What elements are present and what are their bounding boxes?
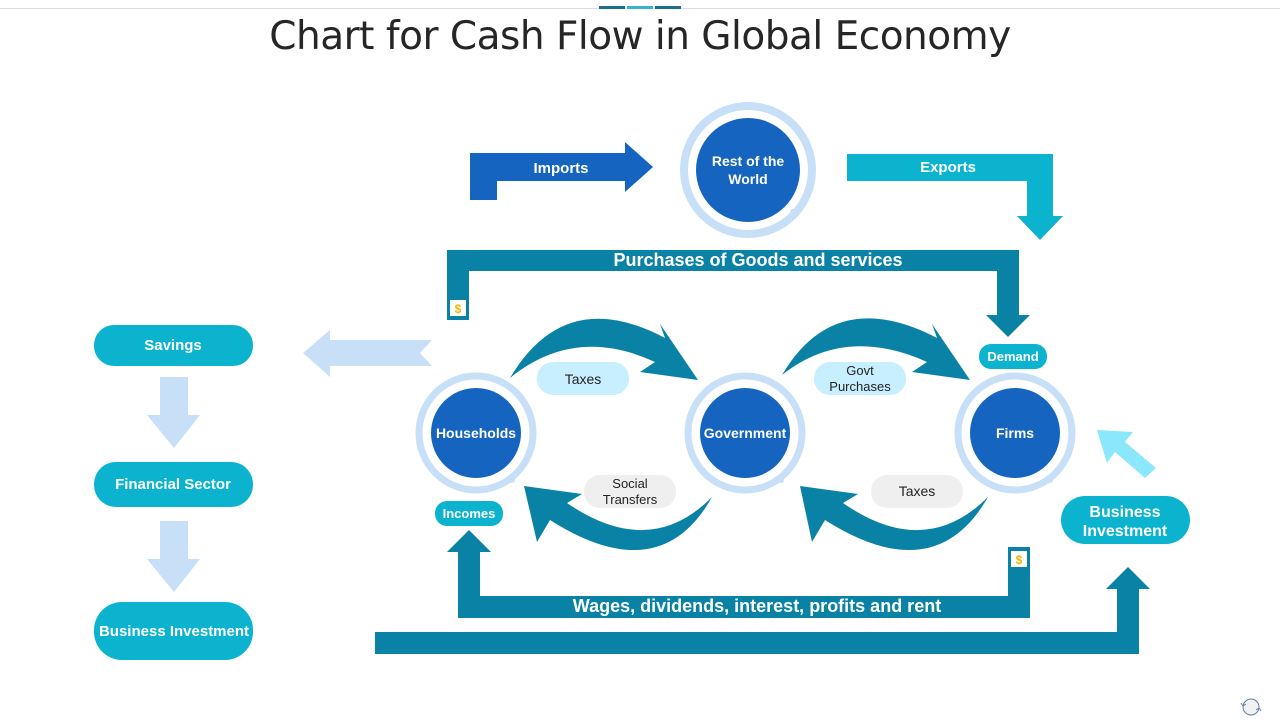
dollar-icon [450, 300, 466, 316]
svg-text:Business Investment: Business Investment [99, 623, 249, 640]
government-node[interactable]: Government [684, 372, 806, 494]
top-accent-mark [599, 6, 625, 9]
exports-arrow: Exports [847, 154, 1063, 240]
investment-flow-arrow [375, 567, 1150, 654]
rest-of-world-label-1: Rest of the [712, 153, 785, 169]
social-transfers-pill: Social Transfers [584, 475, 676, 508]
taxes-household-pill: Taxes [537, 362, 629, 395]
imports-arrow: Imports [470, 142, 653, 200]
government-label: Government [704, 425, 787, 441]
svg-text:Purchases: Purchases [829, 379, 891, 394]
demand-pill: Demand [979, 344, 1047, 369]
top-accent-mark [655, 6, 681, 9]
firms-node[interactable]: Firms [954, 372, 1076, 494]
investment-to-firms-arrow [1097, 430, 1156, 478]
top-accent-mark [627, 6, 653, 9]
purchases-label: Purchases of Goods and services [613, 250, 902, 270]
rest-of-world-label-2: World [728, 171, 767, 187]
svg-text:Incomes: Incomes [443, 506, 496, 521]
svg-text:$: $ [1016, 553, 1023, 567]
svg-text:$: $ [455, 302, 462, 316]
svg-text:Taxes: Taxes [565, 371, 602, 387]
exports-label: Exports [920, 159, 976, 176]
savings-box: Savings [94, 325, 253, 366]
refresh-icon[interactable] [1240, 697, 1262, 717]
taxes-firms-curved-arrow [800, 486, 988, 551]
wages-label: Wages, dividends, interest, profits and … [573, 596, 941, 616]
svg-text:Savings: Savings [144, 337, 202, 354]
savings-arrow [303, 330, 432, 377]
rest-of-world-node[interactable]: Rest of the World [680, 102, 816, 238]
firms-label: Firms [996, 425, 1034, 441]
business-investment-box: Business Investment [94, 602, 253, 660]
govt-purchases-curved-arrow [782, 318, 970, 380]
incomes-pill: Incomes [435, 501, 503, 526]
taxes-firms-pill: Taxes [871, 475, 963, 508]
page-title: Chart for Cash Flow in Global Economy [269, 14, 1011, 59]
down-arrow-icon [147, 521, 200, 592]
svg-text:Social: Social [612, 476, 648, 491]
svg-text:Taxes: Taxes [899, 483, 936, 499]
households-label: Households [436, 425, 516, 441]
govt-purchases-pill: Govt Purchases [814, 362, 906, 395]
taxes-curved-arrow [510, 318, 698, 380]
svg-text:Business: Business [1089, 504, 1160, 521]
svg-text:Financial Sector: Financial Sector [115, 476, 231, 493]
svg-text:Govt: Govt [846, 363, 874, 378]
down-arrow-icon [147, 377, 200, 448]
imports-label: Imports [533, 160, 588, 177]
purchases-flow-arrow: Purchases of Goods and services $ [447, 250, 1030, 337]
households-node[interactable]: Households [415, 372, 537, 494]
social-transfers-curved-arrow [524, 486, 712, 551]
svg-text:Investment: Investment [1083, 523, 1168, 540]
business-investment-right-pill: Business Investment [1061, 496, 1190, 544]
svg-text:Demand: Demand [987, 349, 1038, 364]
financial-sector-box: Financial Sector [94, 462, 253, 507]
svg-text:Transfers: Transfers [603, 492, 658, 507]
wages-flow-arrow: Wages, dividends, interest, profits and … [447, 530, 1030, 618]
dollar-icon [1011, 551, 1027, 567]
